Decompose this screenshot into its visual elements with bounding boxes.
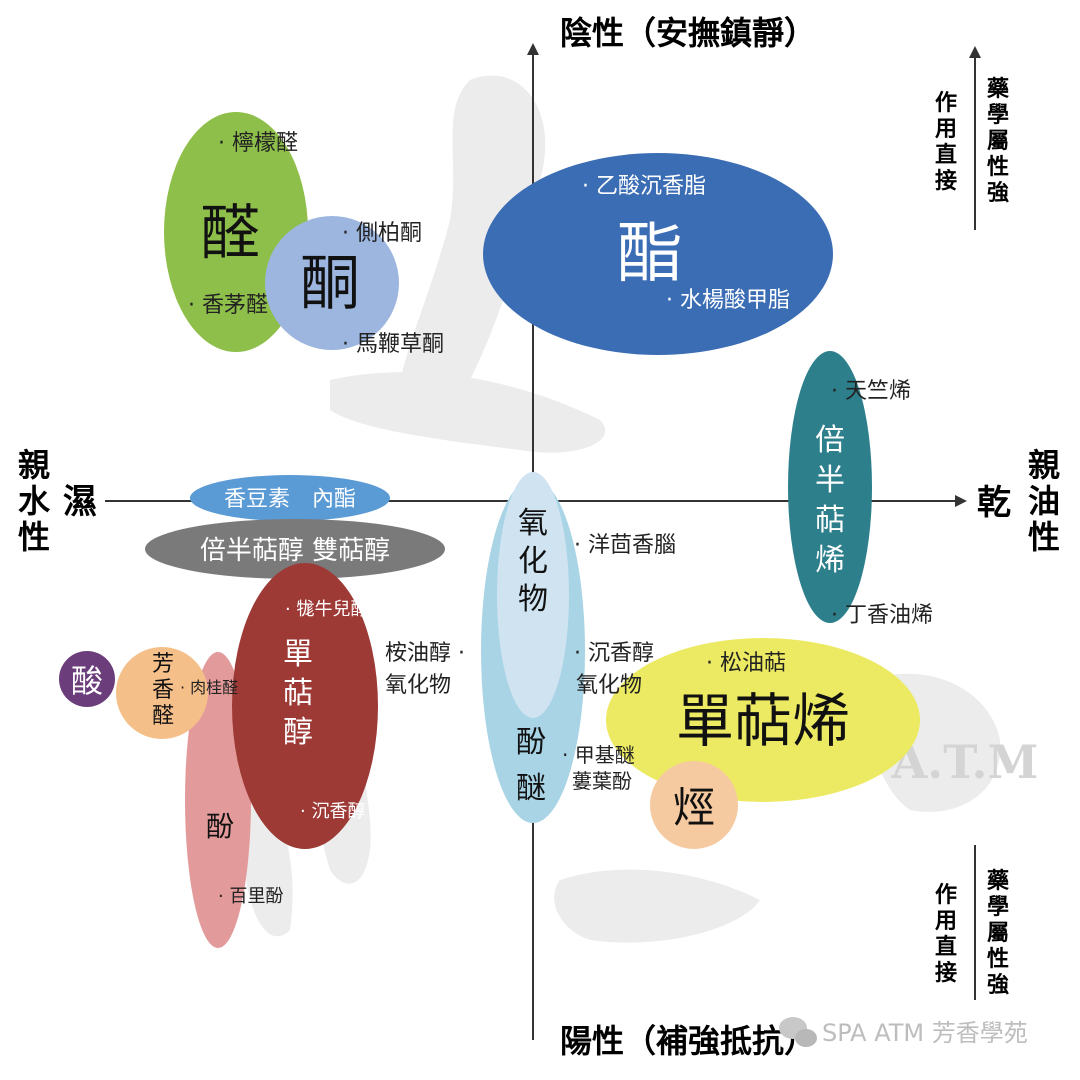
oxide-item-4: 桉油醇 · xyxy=(385,641,465,666)
ester-label: 酯 xyxy=(617,215,683,292)
axis-label-top: 陰性（安撫鎮靜） xyxy=(560,14,816,52)
svg-text:用: 用 xyxy=(935,116,957,142)
svg-text:氧: 氧 xyxy=(518,506,548,541)
aldehyde-item-1: · 檸檬醛 xyxy=(218,131,298,156)
svg-text:性: 性 xyxy=(987,154,1009,180)
monoterpene-label: 單萜烯 xyxy=(676,687,850,755)
group-sesq-alcohol: 倍半萜醇 雙萜醇 xyxy=(145,519,445,579)
watermark-text: A.T.M xyxy=(891,735,1039,789)
axis-label-bottom: 陽性（補強抵抗） xyxy=(560,1022,816,1060)
svg-text:親: 親 xyxy=(18,446,50,484)
svg-text:直: 直 xyxy=(935,934,957,960)
axis-label-right-outer: 親 油 性 xyxy=(1028,446,1060,556)
ester-item-1: · 乙酸沉香脂 xyxy=(582,174,706,199)
svg-text:藥: 藥 xyxy=(986,76,1010,102)
svg-text:性: 性 xyxy=(18,518,50,556)
svg-text:醚: 醚 xyxy=(516,771,546,806)
svg-text:油: 油 xyxy=(1028,482,1060,520)
phenol-label: 酚 xyxy=(206,810,234,843)
group-acid: 酸 xyxy=(59,651,115,707)
svg-text:芳: 芳 xyxy=(152,652,174,677)
phenol-ether-item-2: 蔞葉酚 xyxy=(572,769,632,793)
aldehyde-label: 醛 xyxy=(200,199,260,269)
svg-text:半: 半 xyxy=(815,463,845,498)
group-hydrocarbon: 烴 xyxy=(650,761,738,849)
monoterpenol-label: 單 萜 醇 xyxy=(283,637,313,750)
svg-text:水: 水 xyxy=(18,482,51,520)
acid-label: 酸 xyxy=(71,662,103,700)
oxide-item-2: · 沉香醇 xyxy=(574,641,654,666)
side-note-top-right: 作 用 直 接 藥 學 屬 性 強 xyxy=(935,46,1010,230)
phenol-item-1: · 百里酚 xyxy=(218,886,283,907)
svg-text:學: 學 xyxy=(987,102,1009,128)
svg-text:醛: 醛 xyxy=(152,704,174,729)
sesquiterpene-item-2: · 丁香油烯 xyxy=(831,603,933,628)
oxide-item-5: 氧化物 xyxy=(385,673,451,698)
svg-text:藥: 藥 xyxy=(986,868,1010,894)
axis-label-left-inner: 濕 xyxy=(63,482,97,522)
svg-text:學: 學 xyxy=(987,894,1009,920)
svg-text:醇: 醇 xyxy=(283,715,313,750)
group-phenol-ether: 酚 醚 · 甲基醚 蔞葉酚 xyxy=(516,725,635,806)
svg-text:強: 強 xyxy=(987,972,1009,998)
monoterpene-item-1: · 松油萜 xyxy=(706,651,786,676)
oxide-item-3: 氧化物 xyxy=(576,673,642,698)
group-ester: 酯 · 乙酸沉香脂 · 水楊酸甲脂 xyxy=(483,153,833,355)
hydrocarbon-label: 烴 xyxy=(673,783,715,832)
svg-text:物: 物 xyxy=(518,582,548,617)
svg-text:親: 親 xyxy=(1028,446,1060,484)
aromatic-aldehyde-label: 芳 香 醛 xyxy=(152,652,174,729)
ketone-label: 酮 xyxy=(300,249,360,319)
monoterpenol-item-1: · 牻牛兒醇 xyxy=(285,599,368,620)
group-oxide: 氧 化 物 · 洋茴香腦 · 沉香醇 氧化物 桉油醇 · 氧化物 xyxy=(385,472,676,823)
group-sesquiterpene: 倍 半 萜 烯 · 天竺烯 · 丁香油烯 xyxy=(788,351,933,628)
group-ketone: 酮 · 側柏酮 · 馬鞭草酮 xyxy=(265,216,444,357)
sesquiterpene-item-1: · 天竺烯 xyxy=(831,379,911,404)
svg-text:香豆素 內酯: 香豆素 內酯 xyxy=(224,487,356,512)
oxide-item-1: · 洋茴香腦 xyxy=(574,533,676,558)
phenol-ether-label: 酚 醚 xyxy=(516,725,546,806)
footer-text: SPA ATM 芳香學苑 xyxy=(822,1019,1028,1047)
group-coumarin-lactone: 香豆素 內酯 xyxy=(190,475,390,521)
footer: SPA ATM 芳香學苑 xyxy=(779,1017,1028,1047)
aromatic-aldehyde-item-1: · 肉桂醛 xyxy=(180,678,238,697)
svg-text:萜: 萜 xyxy=(283,676,313,711)
svg-text:倍: 倍 xyxy=(815,423,845,458)
svg-text:單: 單 xyxy=(283,637,313,672)
svg-text:烯: 烯 xyxy=(815,543,845,578)
svg-text:香: 香 xyxy=(152,678,174,703)
svg-text:用: 用 xyxy=(935,908,957,934)
ketone-item-2: · 馬鞭草酮 xyxy=(342,332,444,357)
aldehyde-item-2: · 香茅醛 xyxy=(188,293,268,318)
svg-text:性: 性 xyxy=(1028,518,1060,556)
ester-item-2: · 水楊酸甲脂 xyxy=(666,288,790,313)
svg-text:化: 化 xyxy=(518,544,548,579)
axis-label-left-outer: 親 水 性 xyxy=(18,446,51,556)
svg-text:作: 作 xyxy=(935,882,957,908)
side-note-bottom-right: 作 用 直 接 藥 學 屬 性 強 xyxy=(935,845,1010,1000)
phenol-ether-item-1: · 甲基醚 xyxy=(562,743,635,767)
svg-text:接: 接 xyxy=(935,168,957,194)
group-aromatic-aldehyde: 芳 香 醛 · 肉桂醛 xyxy=(116,647,238,739)
svg-text:接: 接 xyxy=(935,960,957,986)
svg-text:作: 作 xyxy=(935,90,957,116)
svg-text:屬: 屬 xyxy=(987,128,1009,154)
svg-text:直: 直 xyxy=(935,142,957,168)
oxide-label: 氧 化 物 xyxy=(518,506,548,617)
wechat-icon xyxy=(779,1017,817,1047)
svg-text:屬: 屬 xyxy=(987,920,1009,946)
group-monoterpenol: 單 萜 醇 · 牻牛兒醇 · 沉香醇 xyxy=(232,563,378,849)
svg-text:性: 性 xyxy=(987,946,1009,972)
svg-text:強: 強 xyxy=(987,180,1009,206)
ketone-item-1: · 側柏酮 xyxy=(342,221,422,246)
axis-label-right-inner: 乾 xyxy=(977,483,1011,523)
group-monoterpene: 單萜烯 · 松油萜 xyxy=(606,638,920,802)
svg-text:倍半萜醇 雙萜醇: 倍半萜醇 雙萜醇 xyxy=(200,536,390,566)
svg-text:酚: 酚 xyxy=(516,725,546,760)
svg-text:萜: 萜 xyxy=(815,503,845,538)
sesquiterpene-label: 倍 半 萜 烯 xyxy=(815,423,845,578)
monoterpenol-item-2: · 沉香醇 xyxy=(300,801,365,822)
